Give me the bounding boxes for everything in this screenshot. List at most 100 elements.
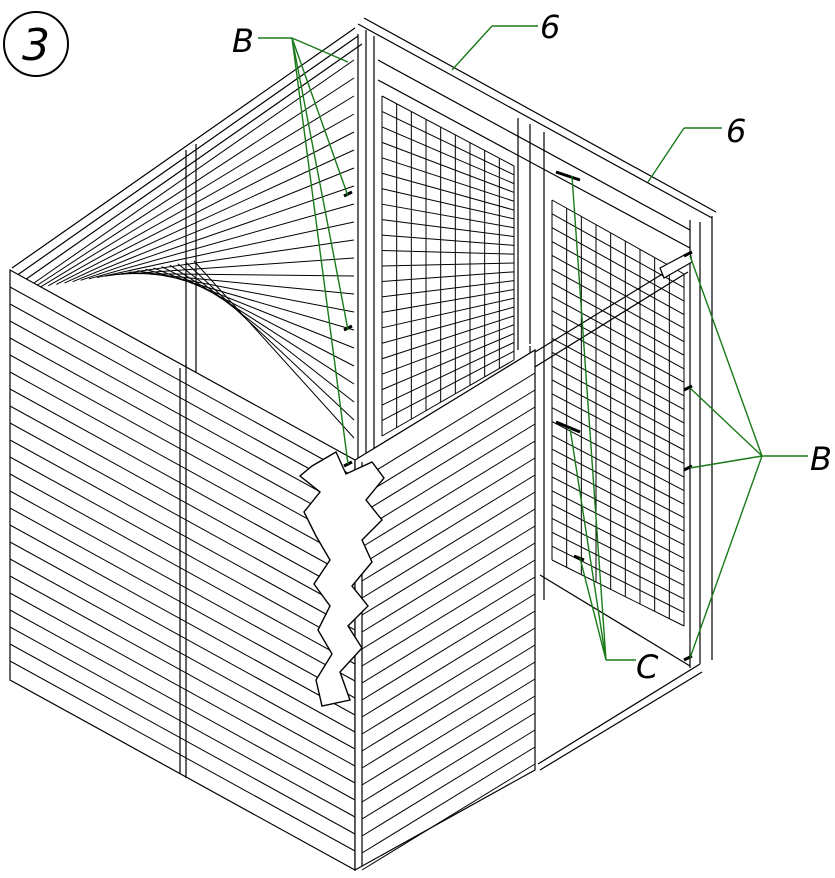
slat-line [9, 320, 356, 512]
slat-line [9, 286, 356, 478]
slat-line [9, 371, 356, 563]
slat-line [361, 729, 536, 837]
slat-line [9, 660, 356, 852]
slat-line [9, 643, 356, 835]
mesh-wire [551, 213, 685, 288]
mesh-wire [551, 296, 685, 370]
front-left-wall [9, 268, 356, 872]
mesh-wire [551, 407, 685, 478]
mesh-wire [551, 227, 685, 302]
mesh-wire [551, 462, 685, 532]
mesh-wire [551, 351, 685, 424]
slat-line [153, 267, 355, 349]
slat-line [72, 167, 355, 283]
slat-line [361, 508, 536, 616]
mesh-wire [551, 324, 685, 397]
mesh-wire [551, 531, 685, 600]
slat-line [9, 558, 356, 750]
cutaway-opening [298, 451, 385, 707]
slat-line [9, 439, 356, 631]
back-left-slats [23, 59, 355, 439]
slat-line [177, 263, 355, 403]
mesh-wire [381, 359, 515, 437]
slat-line [9, 524, 356, 716]
slat-line [31, 77, 355, 290]
mesh-wire [381, 297, 515, 329]
callout-6-right: 6 [726, 112, 746, 150]
leader-lines [258, 25, 808, 661]
mesh-wire [551, 254, 685, 329]
mesh-wire [551, 448, 685, 519]
slat-line [96, 221, 355, 279]
mesh-wire [381, 157, 515, 202]
slat-line [361, 389, 536, 497]
slat-line [9, 405, 356, 597]
slat-line [361, 457, 536, 565]
slat-line [9, 609, 356, 801]
slat-line [361, 610, 536, 718]
mesh-wire [551, 518, 685, 586]
mesh-wire [551, 365, 685, 437]
mesh-panel-right [551, 199, 685, 627]
slat-line [145, 268, 355, 331]
slat-line [9, 388, 356, 580]
slat-line [361, 372, 536, 480]
slat-line [56, 131, 355, 285]
mesh-wire [551, 241, 685, 316]
slat-line [361, 593, 536, 701]
mesh-wire [551, 338, 685, 410]
slat-line [361, 763, 536, 871]
mesh-wire [551, 310, 685, 383]
mesh-wire [551, 490, 685, 559]
mesh-wire [551, 379, 685, 451]
callout-c-bottom: C [636, 648, 659, 686]
mesh-wire [381, 350, 515, 421]
slat-line [104, 239, 355, 277]
slat-line [23, 59, 355, 291]
mesh-wire [381, 172, 515, 211]
mesh-wire [381, 262, 515, 267]
mesh-wire [381, 288, 515, 313]
mesh-wire [381, 234, 515, 246]
slat-line [361, 542, 536, 650]
callout-b-top: B [232, 22, 254, 60]
slat-line [361, 576, 536, 684]
callout-b-right: B [810, 440, 832, 478]
mesh-wire [551, 476, 685, 546]
slat-line [185, 262, 355, 421]
mesh-wire [381, 95, 515, 167]
mesh-wire [551, 545, 685, 613]
slat-line [9, 422, 356, 614]
slat-line [361, 712, 536, 820]
mesh-wire [551, 393, 685, 464]
mesh-wire [381, 315, 515, 360]
back-right-frame [357, 17, 717, 771]
mesh-wire [381, 280, 515, 298]
slat-line [361, 423, 536, 531]
back-left-wall [11, 27, 363, 439]
slat-line [9, 337, 356, 529]
slat-line [64, 149, 355, 284]
mesh-wire [551, 199, 685, 275]
mesh-wire [381, 219, 515, 238]
slat-line [9, 575, 356, 767]
slat-line [9, 303, 356, 495]
mesh-wire [551, 421, 685, 492]
mesh-wire [381, 203, 515, 229]
connector-marks [343, 170, 693, 662]
slat-line [193, 260, 355, 439]
slat-line [9, 626, 356, 818]
slat-line [39, 95, 355, 288]
slat-line [9, 354, 356, 546]
slat-line [80, 185, 355, 281]
mesh-wire [381, 333, 515, 391]
mesh-wire [551, 282, 685, 356]
slat-line [361, 491, 536, 599]
mesh-wire [381, 324, 515, 375]
mesh-wire [551, 268, 685, 343]
slat-line [9, 490, 356, 682]
slat-line [9, 592, 356, 784]
slat-line [361, 678, 536, 786]
mesh-wire [381, 250, 515, 255]
slat-line [9, 456, 356, 648]
